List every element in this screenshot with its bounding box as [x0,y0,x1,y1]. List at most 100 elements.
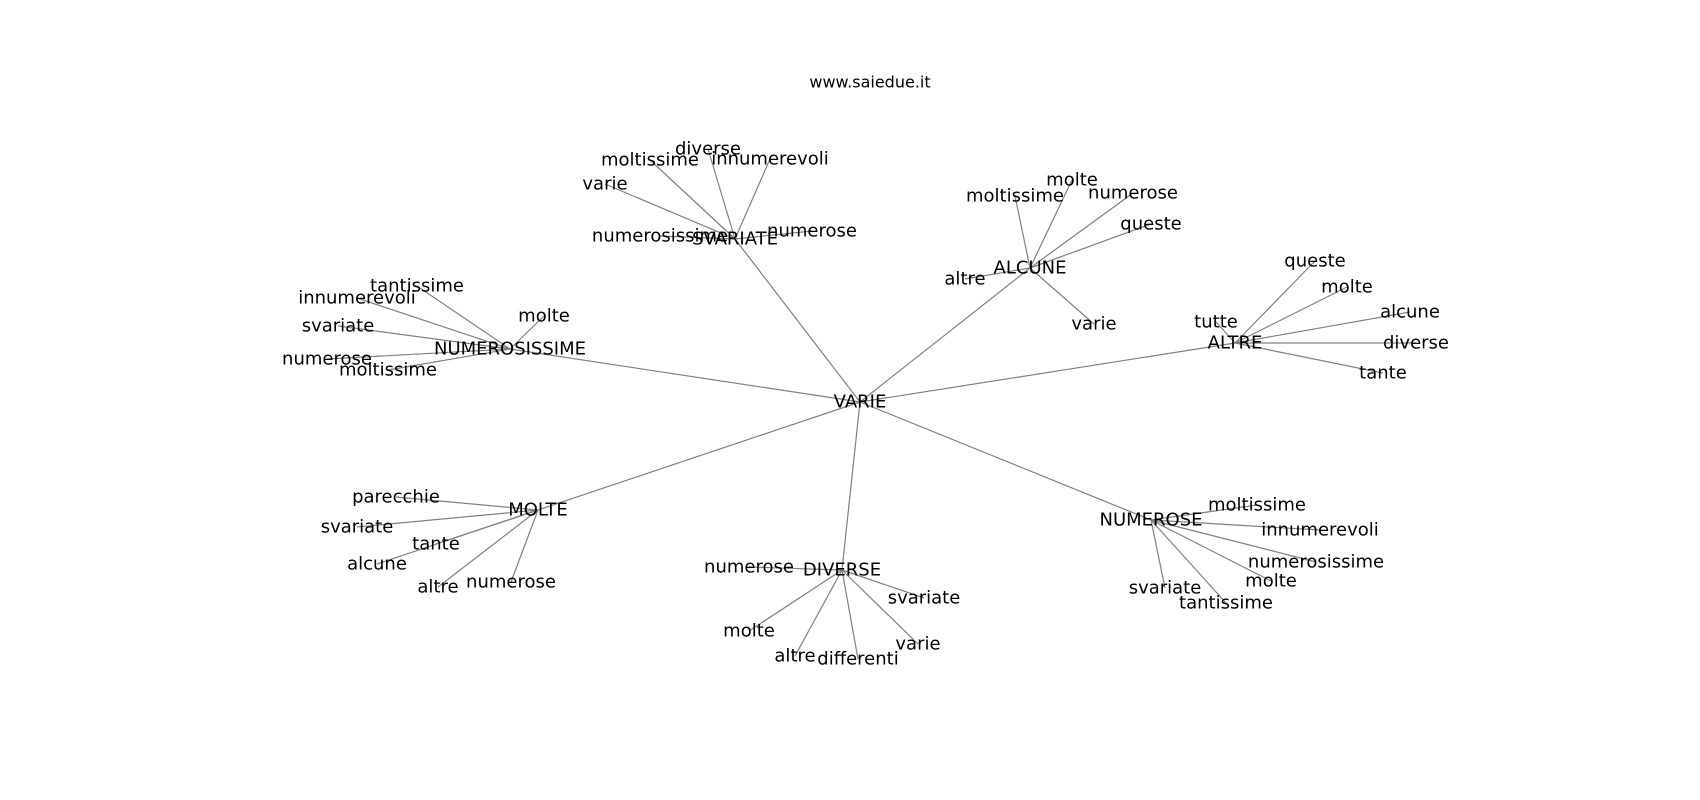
leaf-node-queste: queste [1120,214,1181,235]
edge-numerose-svariate [1150,519,1166,589]
edge-numerosissime-molte [509,315,545,350]
leaf-node-varie: varie [582,174,627,195]
graph-edges [326,148,1416,660]
leaf-node-tutte: tutte [1194,312,1238,333]
branch-node-numerosissime: NUMEROSISSIME [434,339,586,360]
edge-numerose-tantissime [1150,519,1227,604]
edge-alcune-molte [1029,179,1073,269]
edge-numerose-moltissime [1150,504,1258,521]
edge-diverse-altre [794,569,843,657]
edge-molte-alcune [376,509,539,565]
leaf-node-innumerevoli: innumerevoli [1261,520,1379,541]
leaf-node-moltissime: moltissime [1208,495,1306,516]
edge-svariate-innumerevoli [734,158,771,240]
edge-root-svariate [734,238,861,403]
edge-numerosissime-numerose [326,348,511,360]
leaf-node-tantissime: tantissime [370,276,464,297]
edge-svariate-varie [604,183,736,240]
leaf-node-molte: molte [1046,170,1098,191]
leaf-node-numerose: numerose [466,572,556,593]
edge-svariate-moltissime [649,159,736,240]
edge-molte-svariate [356,509,539,528]
branch-node-numerose: NUMEROSE [1099,510,1202,531]
leaf-node-parecchie: parecchie [352,487,440,508]
edge-numerosissime-svariate [337,325,511,350]
root-node: VARIE [834,392,887,413]
leaf-node-numerose: numerose [767,221,857,242]
leaf-node-alcune: alcune [347,554,407,575]
leaf-node-innumerevoli: innumerevoli [711,149,829,170]
branch-node-diverse: DIVERSE [803,560,881,581]
edge-altre-alcune [1234,311,1411,344]
edge-root-numerose [859,401,1152,521]
leaf-node-molte: molte [518,306,570,327]
leaf-node-tante: tante [412,534,460,555]
edge-numerosissime-tantissime [416,285,511,350]
edge-diverse-molte [748,569,843,632]
leaf-node-moltissime: moltissime [339,360,437,381]
branch-node-altre: ALTRE [1208,333,1263,354]
edge-root-alcune [859,267,1031,403]
leaf-node-svariate: svariate [888,588,961,609]
edge-altre-queste [1234,260,1316,344]
leaf-node-numerose: numerose [1088,183,1178,204]
leaf-node-diverse: diverse [675,139,741,160]
leaf-node-altre: altre [417,577,458,598]
leaf-node-tante: tante [1359,363,1407,384]
edge-numerosissime-innumerevoli [356,297,511,350]
branch-node-alcune: ALCUNE [994,258,1067,279]
leaf-node-molte: molte [1321,277,1373,298]
leaf-node-svariate: svariate [321,517,394,538]
edge-molte-parecchie [395,496,539,511]
edge-diverse-varie [841,569,919,645]
leaf-node-numerosissime: numerosissime [1248,552,1384,573]
edge-root-molte [537,401,861,511]
edge-numerose-numerosissime [1150,519,1317,563]
leaf-node-numerose: numerose [704,557,794,578]
leaf-node-varie: varie [895,634,940,655]
edge-root-diverse [841,401,861,571]
edge-molte-altre [437,509,539,588]
edge-alcune-queste [1029,223,1152,269]
edge-numerose-molte [1150,519,1272,582]
branch-node-molte: MOLTE [508,500,568,521]
edge-diverse-differenti [841,569,859,660]
edge-altre-molte [1234,286,1348,344]
leaf-node-svariate: svariate [1129,578,1202,599]
edge-diverse-svariate [841,569,925,599]
edge-svariate-numerosissime [659,235,736,240]
leaf-node-numerosissime: numerosissime [592,226,728,247]
edge-svariate-diverse [707,148,736,240]
leaf-node-diverse: diverse [1383,333,1449,354]
edge-root-numerosissime [509,348,861,403]
edge-alcune-moltissime [1014,195,1031,269]
leaf-node-moltissime: moltissime [601,150,699,171]
leaf-node-svariate: svariate [302,316,375,337]
leaf-node-alcune: alcune [1380,302,1440,323]
edge-alcune-numerose [1029,192,1134,269]
leaf-node-moltissime: moltissime [966,186,1064,207]
leaf-node-altre: altre [774,646,815,667]
leaf-node-molte: molte [723,621,775,642]
leaf-node-innumerevoli: innumerevoli [298,288,416,309]
edge-numerosissime-moltissime [387,348,511,371]
edge-alcune-altre [964,267,1031,280]
leaf-node-altre: altre [944,269,985,290]
edge-numerose-innumerevoli [1150,519,1321,531]
edge-diverse-numerose [748,566,843,571]
edge-molte-numerose [510,509,539,583]
site-title[interactable]: www.saiedue.it [809,73,930,92]
edge-alcune-varie [1029,267,1095,325]
edge-svariate-numerose [734,230,813,240]
leaf-node-numerose: numerose [282,349,372,370]
edge-altre-tutte [1215,321,1236,344]
edge-root-altre [859,342,1236,403]
leaf-node-tantissime: tantissime [1179,593,1273,614]
leaf-node-molte: molte [1245,571,1297,592]
edge-altre-tante [1234,342,1384,374]
leaf-node-differenti: differenti [817,649,898,670]
leaf-node-varie: varie [1071,314,1116,335]
branch-node-svariate: SVARIATE [692,229,778,250]
